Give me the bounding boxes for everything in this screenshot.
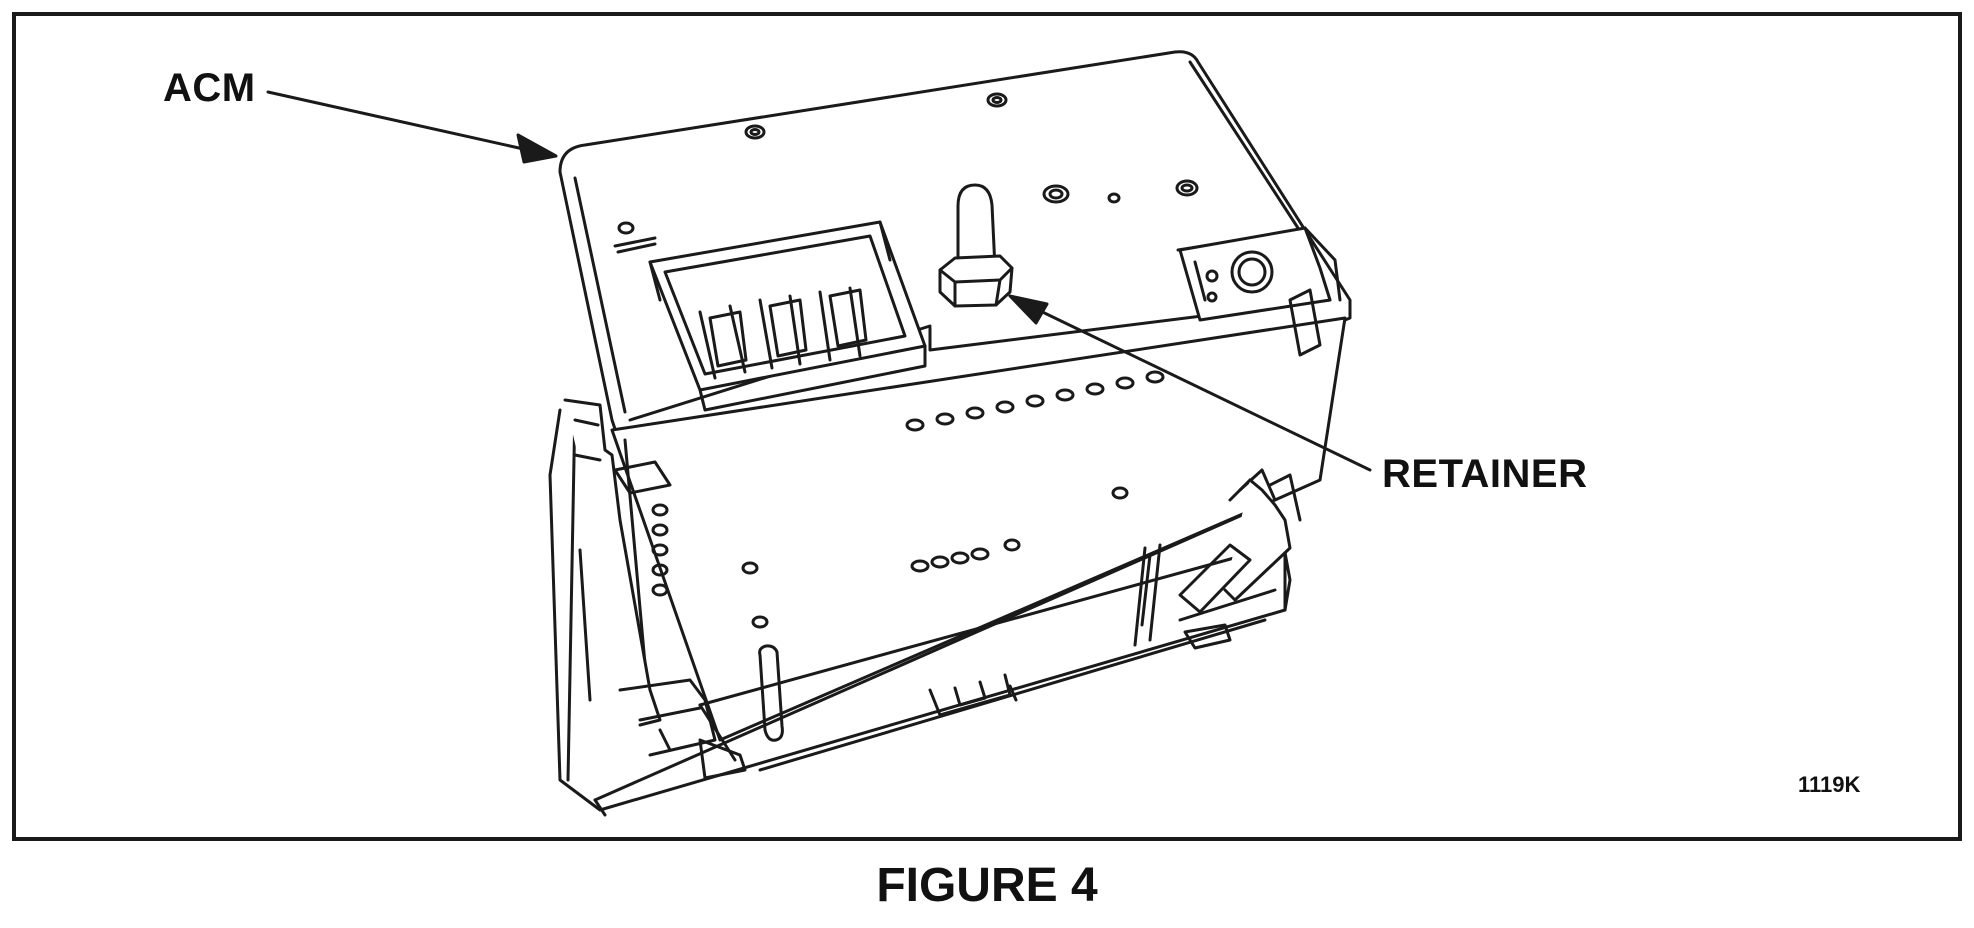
- figure-code: 1119K: [1798, 772, 1861, 797]
- wiring-connector: [648, 220, 927, 412]
- face-slots: [758, 553, 1152, 742]
- figure-caption: FIGURE 4: [876, 859, 1098, 912]
- top-screw-holes: [613, 92, 1199, 254]
- retainer-part: [938, 183, 1014, 308]
- acm-label: ACM: [163, 66, 256, 110]
- left-mounting-bracket: [563, 398, 717, 757]
- antenna-connector: [1178, 226, 1342, 322]
- figure-frame: [12, 12, 1962, 841]
- retainer-label: RETAINER: [1382, 452, 1588, 496]
- vent-holes: [651, 370, 1165, 629]
- right-mounting-bracket: [1133, 288, 1322, 647]
- retainer-leader-arrow: [1008, 294, 1372, 472]
- acm-leader-arrow: [266, 90, 558, 164]
